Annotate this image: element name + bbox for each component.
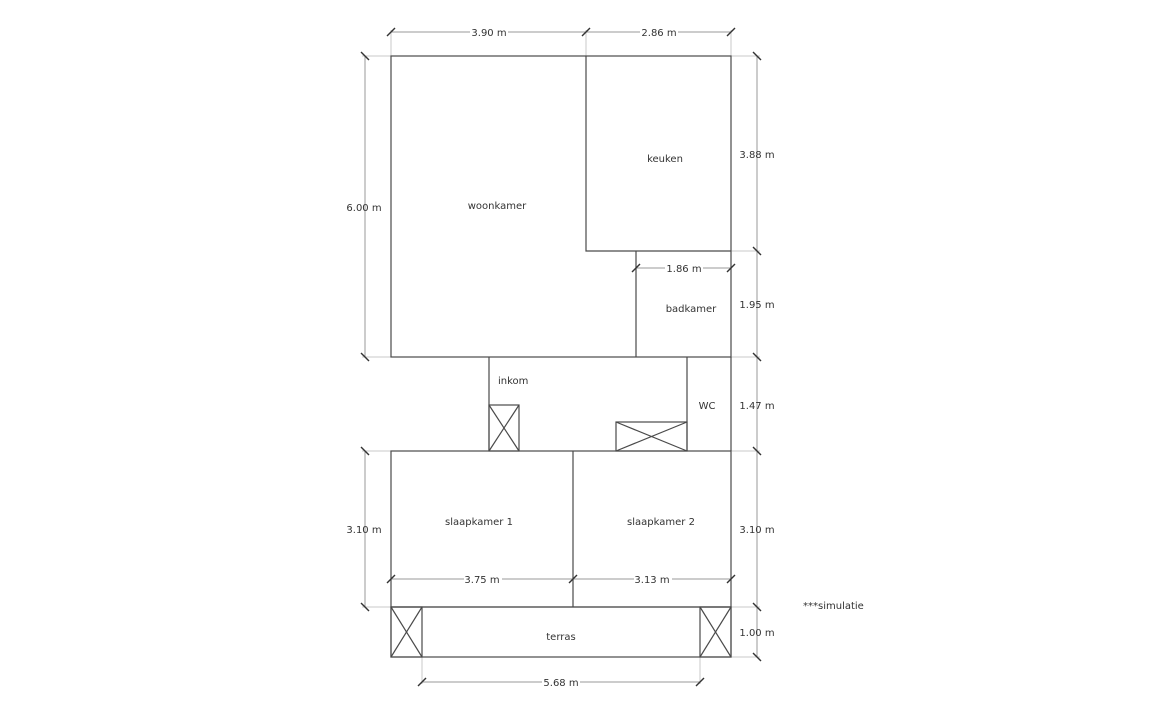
dim-left-slaapkamer: 3.10 m — [346, 525, 381, 536]
room-labels: woonkamer keuken badkamer inkom WC slaap… — [445, 154, 717, 643]
dim-top-right: 2.86 m — [641, 28, 676, 39]
fixture-boxes — [390, 404, 732, 658]
walls — [390, 55, 732, 658]
dim-right-wc: 1.47 m — [739, 401, 774, 412]
dimension-labels: 3.90 m 2.86 m 6.00 m 3.88 m 1.86 m 1.95 … — [346, 28, 774, 689]
label-woonkamer: woonkamer — [468, 201, 527, 212]
dim-slaapkamer-2-width: 3.13 m — [634, 575, 669, 586]
label-slaapkamer-1: slaapkamer 1 — [445, 517, 513, 528]
wc-fixture-box — [615, 421, 688, 452]
dim-slaapkamer-1-width: 3.75 m — [464, 575, 499, 586]
bedrooms-block — [390, 450, 732, 608]
dim-terras-width: 5.68 m — [543, 678, 578, 689]
dimension-label-backgrounds — [464, 25, 703, 689]
label-inkom: inkom — [498, 376, 528, 387]
dim-right-slaapkamer: 3.10 m — [739, 525, 774, 536]
inkom-closet-box — [488, 404, 520, 452]
dim-top-left: 3.90 m — [471, 28, 506, 39]
dim-right-keuken: 3.88 m — [739, 150, 774, 161]
label-wc: WC — [699, 401, 716, 412]
dim-badkamer-width: 1.86 m — [666, 264, 701, 275]
keuken-walls — [585, 56, 731, 252]
label-terras: terras — [546, 632, 575, 643]
dim-left-woonkamer: 6.00 m — [346, 203, 381, 214]
dim-right-terras: 1.00 m — [739, 628, 774, 639]
terras-right-box — [699, 606, 732, 658]
label-badkamer: badkamer — [666, 304, 717, 315]
dimension-ticks — [360, 27, 762, 687]
label-slaapkamer-2: slaapkamer 2 — [627, 517, 695, 528]
dim-right-badkamer: 1.95 m — [739, 300, 774, 311]
simulation-note: ***simulatie — [803, 601, 864, 612]
extension-lines — [362, 30, 760, 684]
woonkamer-room — [390, 55, 732, 358]
label-keuken: keuken — [647, 154, 683, 165]
terras-left-box — [390, 606, 423, 658]
